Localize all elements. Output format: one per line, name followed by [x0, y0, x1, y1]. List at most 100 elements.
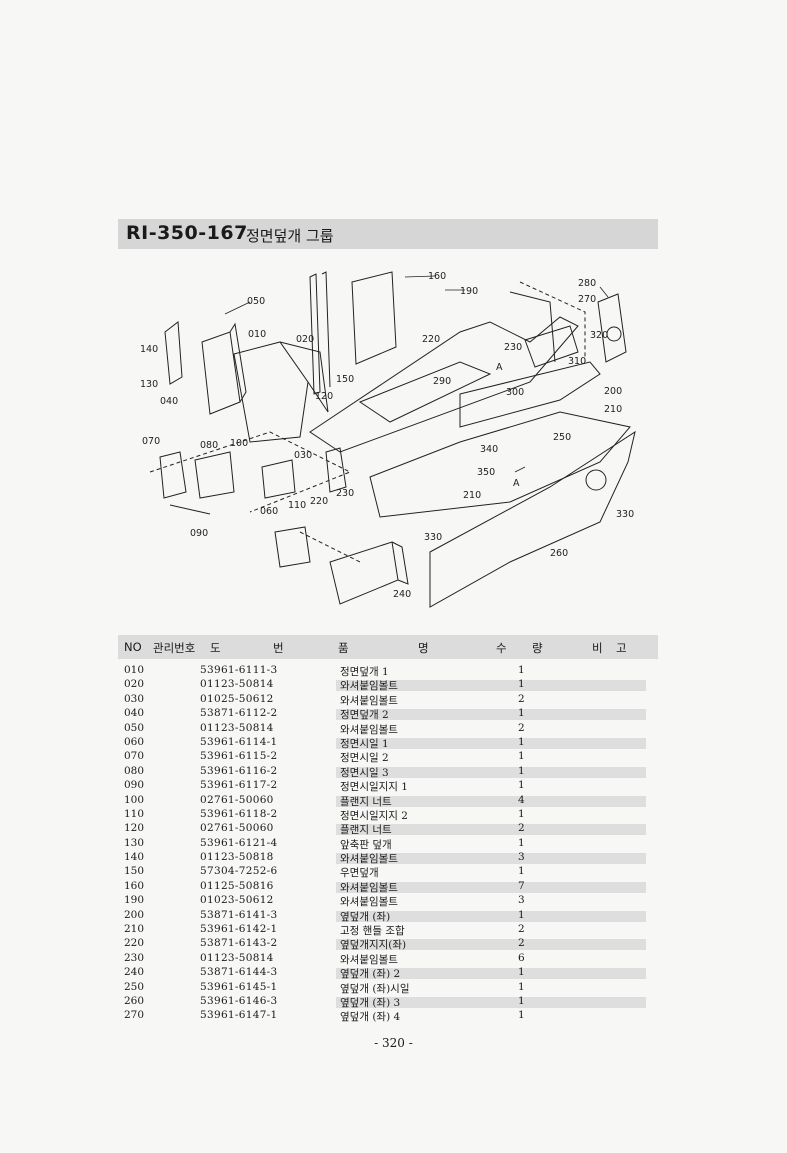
- part-name: 고정 핸들 조합: [340, 925, 405, 938]
- part-name: 옆덮개지지(좌): [340, 939, 407, 952]
- svg-text:330: 330: [616, 509, 634, 520]
- header-name-2: 명: [418, 641, 429, 655]
- part-name: 정면덮개 1: [340, 666, 389, 678]
- svg-text:330: 330: [424, 532, 442, 543]
- part-no: 190: [124, 894, 145, 907]
- part-name: 플랜지 너트: [340, 824, 392, 837]
- svg-text:020: 020: [296, 334, 314, 345]
- quantity: 1: [518, 764, 525, 777]
- svg-text:030: 030: [294, 450, 312, 461]
- drawing-no: 53871-6141-3: [200, 908, 278, 921]
- drawing-no: 57304-7252-6: [200, 865, 278, 878]
- part-no: 040: [124, 707, 145, 720]
- drawing-no: 53961-6146-3: [200, 994, 278, 1007]
- svg-text:160: 160: [428, 271, 446, 282]
- quantity: 1: [518, 678, 525, 691]
- part-name: 정면시일 3: [340, 766, 389, 779]
- title-bar: RI-350-167 정면덮개 그룹: [118, 219, 658, 249]
- quantity: 1: [518, 966, 525, 979]
- svg-text:200: 200: [604, 386, 622, 397]
- part-no: 250: [124, 980, 145, 993]
- header-qty-1: 수: [496, 641, 507, 655]
- svg-text:240: 240: [393, 589, 411, 600]
- header-drawing-2: 번: [273, 641, 284, 655]
- svg-text:190: 190: [460, 286, 478, 297]
- svg-text:230: 230: [504, 342, 522, 353]
- part-no: 100: [124, 793, 145, 806]
- drawing-no: 01123-50814: [200, 678, 274, 691]
- part-no: 010: [124, 664, 145, 676]
- part-no: 110: [124, 807, 145, 820]
- table-row: 120 02761-50060 플랜지 너트 2: [118, 822, 658, 836]
- part-name: 옆덮개 (좌): [340, 910, 391, 923]
- drawing-no: 53961-6118-2: [200, 807, 278, 820]
- header-name-1: 품: [338, 641, 349, 655]
- part-no: 230: [124, 951, 145, 964]
- svg-text:260: 260: [550, 548, 568, 559]
- svg-text:080: 080: [200, 440, 218, 451]
- svg-text:300: 300: [506, 387, 524, 398]
- svg-text:280: 280: [578, 278, 596, 289]
- svg-text:270: 270: [578, 294, 596, 305]
- drawing-no: 02761-50060: [200, 822, 274, 835]
- svg-text:220: 220: [422, 334, 440, 345]
- drawing-no: 01123-50814: [200, 951, 274, 964]
- part-name: 와셔붙임볼트: [340, 853, 398, 866]
- part-no: 200: [124, 908, 145, 921]
- quantity: 1: [518, 664, 525, 676]
- part-name: 플랜지 너트: [340, 795, 392, 808]
- quantity: 1: [518, 707, 525, 720]
- svg-text:250: 250: [553, 432, 571, 443]
- part-name: 옆덮개 (좌) 3: [340, 996, 401, 1009]
- part-no: 240: [124, 966, 145, 979]
- part-no: 140: [124, 851, 145, 864]
- svg-text:090: 090: [190, 528, 208, 539]
- part-name: 와셔붙임볼트: [340, 896, 398, 909]
- part-name: 우면덮개: [340, 867, 379, 880]
- svg-text:210: 210: [604, 404, 622, 415]
- quantity: 7: [518, 879, 525, 892]
- part-no: 030: [124, 692, 145, 705]
- part-name: 와셔붙임볼트: [340, 953, 398, 966]
- part-no: 120: [124, 822, 145, 835]
- header-qty-2: 량: [532, 641, 543, 655]
- part-no: 130: [124, 836, 145, 849]
- drawing-no: 01123-50818: [200, 851, 274, 864]
- svg-text:220: 220: [310, 496, 328, 507]
- quantity: 2: [518, 822, 525, 835]
- part-name: 앞축판 덮개: [340, 838, 392, 851]
- part-name: 와셔붙임볼트: [340, 723, 398, 736]
- drawing-no: 53961-6115-2: [200, 750, 278, 763]
- svg-text:230: 230: [336, 488, 354, 499]
- svg-text:070: 070: [142, 436, 160, 447]
- drawing-no: 53871-6143-2: [200, 937, 278, 950]
- parts-table-header: NO 관리번호 도 번 품 명 수 량 비 고: [118, 635, 658, 659]
- part-name: 와셔붙임볼트: [340, 694, 398, 707]
- part-name: 옆덮개 (좌)시일: [340, 982, 410, 995]
- quantity: 1: [518, 836, 525, 849]
- quantity: 1: [518, 807, 525, 820]
- svg-text:A: A: [513, 478, 520, 489]
- part-name: 옆덮개 (좌) 2: [340, 968, 401, 981]
- quantity: 1: [518, 865, 525, 878]
- quantity: 2: [518, 692, 525, 705]
- part-no: 060: [124, 735, 145, 748]
- part-no: 080: [124, 764, 145, 777]
